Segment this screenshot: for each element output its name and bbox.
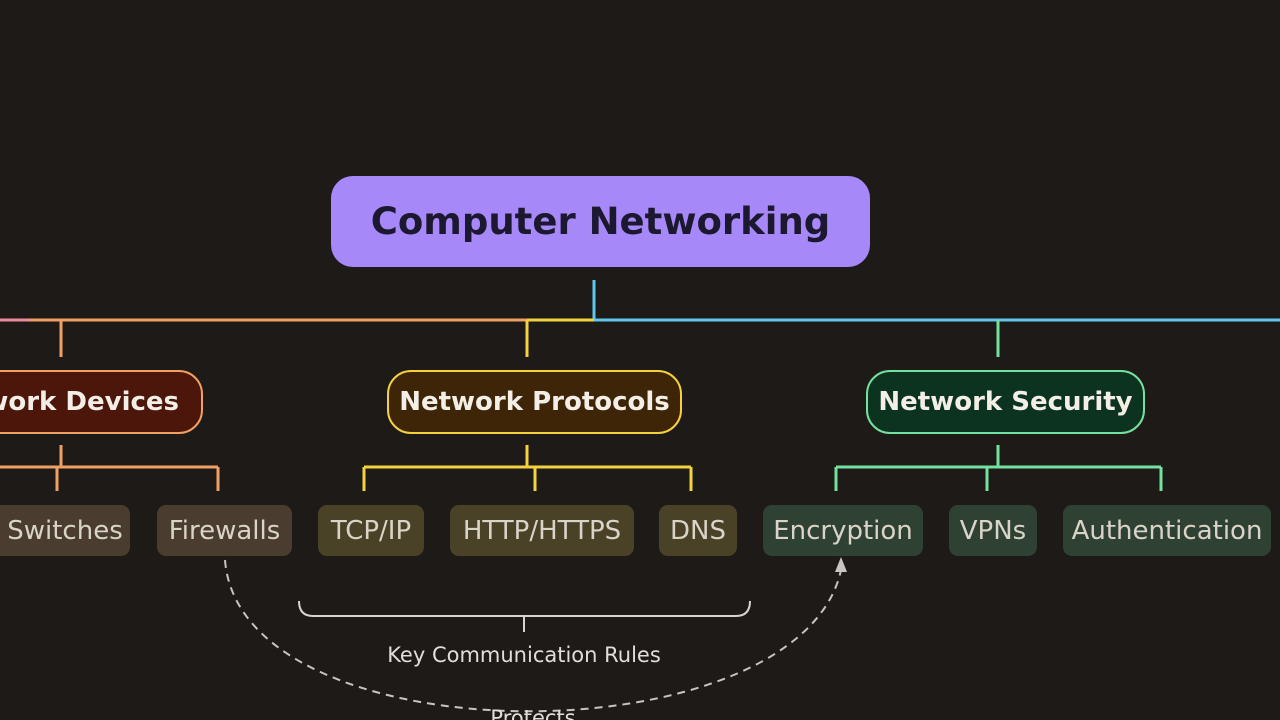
leaf-label: Authentication xyxy=(1071,515,1263,546)
leaf-vpns[interactable]: VPNs xyxy=(949,505,1037,556)
leaf-dns[interactable]: DNS xyxy=(659,505,737,556)
leaf-label: Firewalls xyxy=(168,515,281,546)
connector-protocols-children xyxy=(362,445,693,491)
brace-key-communication xyxy=(298,600,751,617)
leaf-http-https[interactable]: HTTP/HTTPS xyxy=(450,505,634,556)
branch-network-security[interactable]: Network Security xyxy=(866,370,1145,434)
brace-label: Key Communication Rules xyxy=(387,643,661,667)
branch-network-protocols[interactable]: Network Protocols xyxy=(387,370,682,434)
connector-devices-children xyxy=(0,445,220,491)
leaf-firewalls[interactable]: Firewalls xyxy=(157,505,292,556)
leaf-label: DNS xyxy=(670,515,726,546)
link-firewalls-encryption xyxy=(224,559,842,713)
leaf-label: TCP/IP xyxy=(330,515,412,546)
link-arrowhead xyxy=(835,557,847,572)
branch-label: Network Protocols xyxy=(399,387,670,417)
branch-label: Network Devices xyxy=(0,387,179,417)
branch-network-devices[interactable]: Network Devices xyxy=(0,370,203,434)
root-label: Computer Networking xyxy=(370,200,831,243)
leaf-label: Encryption xyxy=(773,515,913,546)
link-label: Protects xyxy=(490,706,576,720)
connector-security-children xyxy=(834,445,1163,491)
leaf-encryption[interactable]: Encryption xyxy=(763,505,923,556)
leaf-label: Switches xyxy=(7,515,123,546)
leaf-label: VPNs xyxy=(959,515,1027,546)
leaf-switches[interactable]: Switches xyxy=(0,505,130,556)
leaf-authentication[interactable]: Authentication xyxy=(1063,505,1271,556)
leaf-tcp-ip[interactable]: TCP/IP xyxy=(318,505,424,556)
leaf-label: HTTP/HTTPS xyxy=(462,515,622,546)
branch-label: Network Security xyxy=(878,387,1133,417)
root-node[interactable]: Computer Networking xyxy=(331,176,870,267)
